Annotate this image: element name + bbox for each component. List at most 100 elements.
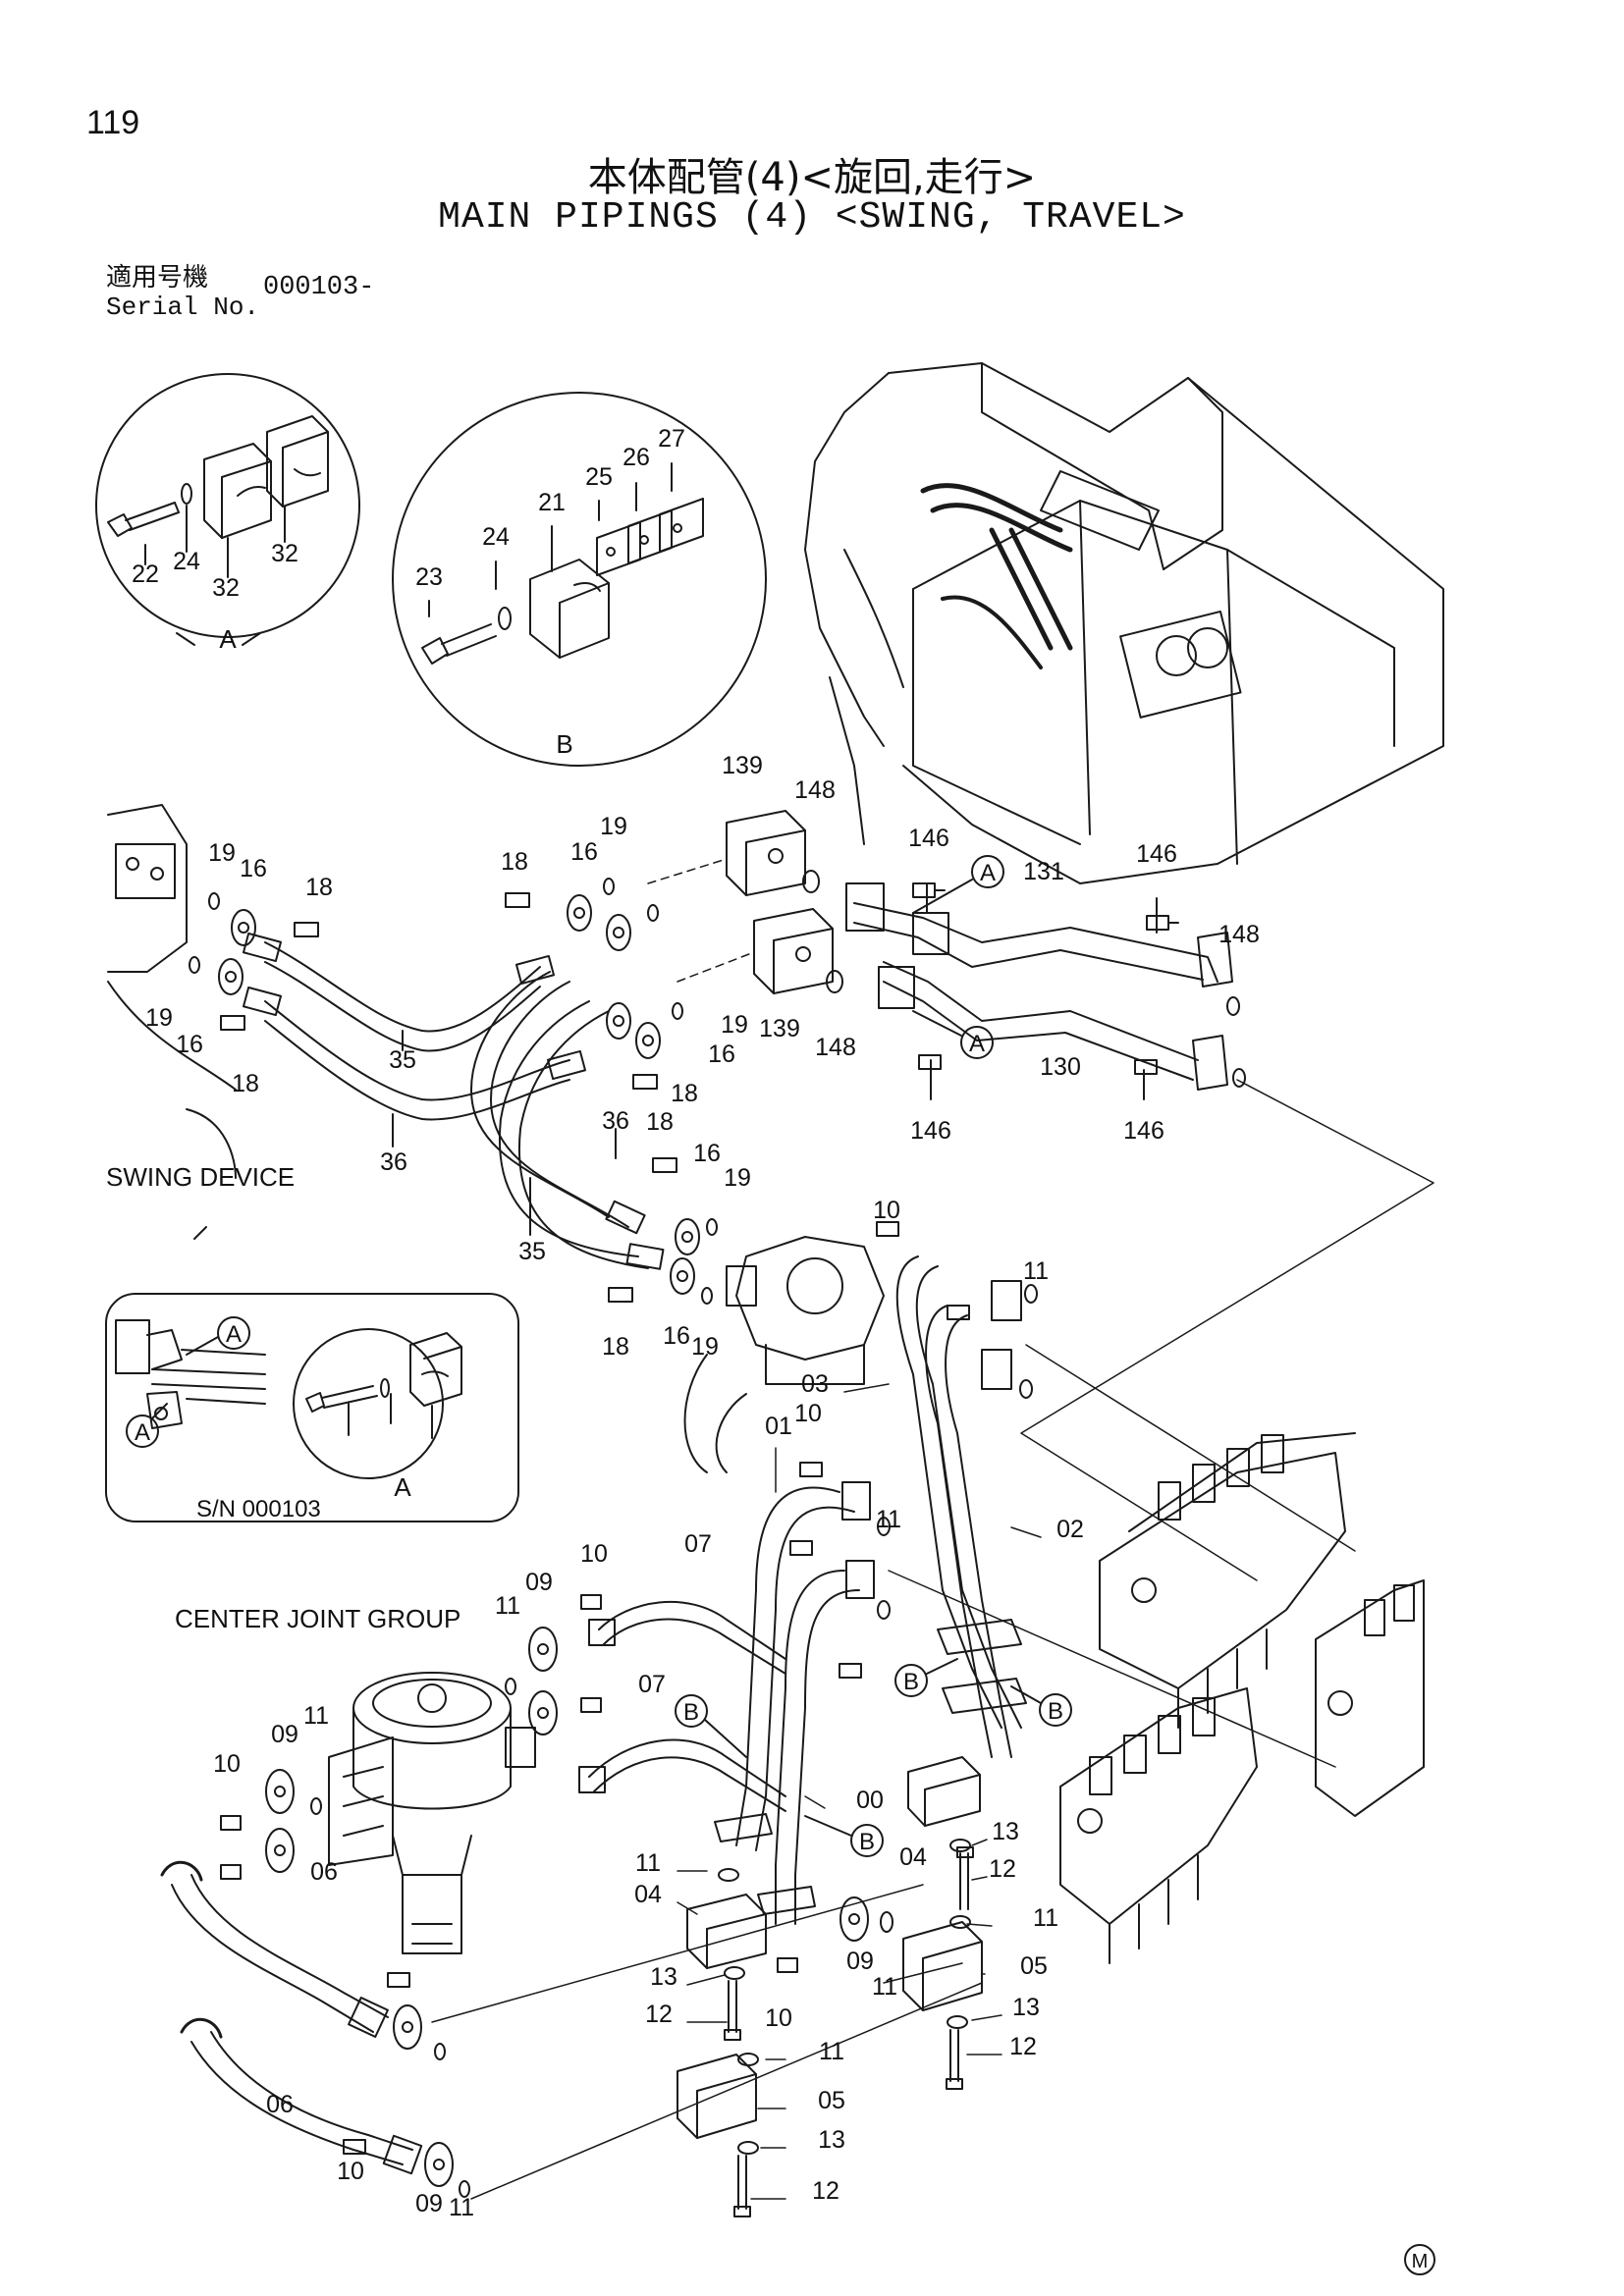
serial-number-value: 000103-	[263, 273, 375, 302]
bolt-icon	[724, 1980, 741, 2041]
part-number-label: 22	[132, 561, 159, 588]
swing-device-label: SWING DEVICE	[106, 1162, 295, 1192]
part-number-label: 04	[899, 1843, 927, 1871]
part-number-label: 36	[602, 1107, 629, 1135]
bolt-icon	[305, 1385, 378, 1413]
part-number-label: 04	[634, 1881, 662, 1908]
bolt-icon	[580, 1697, 602, 1713]
part-number-label: 12	[645, 2001, 673, 2028]
callout-a: A	[912, 855, 1004, 914]
part-number-label: 16	[176, 1031, 203, 1058]
part-number-label: 19	[691, 1333, 719, 1361]
hose-07	[578, 1600, 786, 1812]
part-number-label: 148	[794, 776, 836, 804]
flange-icon	[606, 1002, 631, 1040]
part-number-label: 26	[623, 444, 650, 471]
bolt-icon	[733, 2155, 751, 2217]
bolt-icon	[777, 1957, 798, 1973]
svg-text:M: M	[1412, 2251, 1429, 2272]
part-number-label: 19	[145, 1004, 173, 1032]
part-number-label: 11	[819, 2038, 844, 2065]
bolt-icon	[839, 1663, 862, 1679]
part-number-label: 00	[856, 1787, 884, 1814]
control-valve-upper-right	[1315, 1579, 1425, 1817]
part-number-label: 11	[303, 1702, 329, 1730]
part-number-label: 10	[337, 2158, 364, 2185]
flange-icon	[424, 2142, 454, 2187]
serial-label-japanese: 適用号機	[106, 263, 209, 293]
part-number-label: 10	[794, 1400, 822, 1427]
bolt-icon	[505, 892, 530, 908]
callout-b: B	[1010, 1685, 1072, 1727]
bolt-icon	[652, 1157, 677, 1173]
part-number-label: 19	[721, 1011, 748, 1039]
bolt-icon	[343, 2139, 366, 2155]
callout-b: B	[804, 1815, 884, 1857]
part-number-label: 35	[518, 1238, 546, 1265]
svg-text:B: B	[859, 1829, 875, 1855]
bolt-icon	[220, 1864, 242, 1880]
part-number-label: 148	[815, 1034, 856, 1061]
part-number-label: 19	[600, 813, 627, 840]
part-number-label: 23	[415, 563, 443, 591]
valve-block	[753, 908, 834, 994]
part-number-label: 07	[638, 1671, 666, 1698]
part-number-label: 19	[208, 839, 236, 867]
part-number-label: 09	[415, 2190, 443, 2217]
serial-label-english: Serial No.	[106, 293, 260, 322]
bolt-icon	[220, 1015, 245, 1031]
flange-icon	[567, 894, 592, 932]
bolt-icon	[387, 1972, 410, 1988]
svg-text:A: A	[969, 1031, 985, 1057]
detail-view-b-label: B	[556, 729, 572, 759]
flange-icon	[606, 914, 631, 951]
detail-view-b	[392, 392, 767, 767]
part-number-label: 24	[482, 523, 510, 551]
flange-icon	[839, 1896, 869, 1942]
flange-icon	[265, 1828, 295, 1873]
sn-label: S/N 000103	[196, 1496, 321, 1522]
part-number-label: 11	[449, 2194, 474, 2221]
shim-plate-icon	[596, 498, 704, 576]
block-05	[677, 2054, 757, 2139]
flange-icon	[528, 1690, 558, 1735]
detail-box-sn	[105, 1293, 519, 1522]
part-number-label: 11	[1033, 1904, 1058, 1932]
bolt-icon	[946, 2029, 963, 2090]
clamp-block-icon	[529, 559, 610, 659]
page-number: 119	[86, 104, 140, 141]
pipe-assembly-130-131	[845, 882, 1246, 1100]
part-number-label: 18	[501, 848, 528, 876]
part-number-label: 16	[693, 1140, 721, 1167]
part-number-label: 146	[1136, 840, 1177, 868]
part-number-label: 06	[310, 1858, 338, 1886]
part-number-label: 13	[650, 1963, 677, 1991]
part-number-label: 36	[380, 1148, 407, 1176]
detail-view-a-label: A	[394, 1472, 411, 1502]
svg-text:A: A	[226, 1321, 242, 1348]
part-number-label: 139	[722, 752, 763, 779]
part-number-label: 09	[271, 1721, 298, 1748]
part-number-label: 10	[580, 1540, 608, 1568]
part-number-label: 11	[495, 1592, 520, 1620]
detail-view-a-label: A	[219, 624, 237, 654]
part-number-label: 146	[1123, 1117, 1164, 1145]
bolt-icon	[421, 623, 497, 665]
part-number-label: 35	[389, 1046, 416, 1074]
part-number-label: 24	[173, 548, 200, 575]
hose-06	[160, 1860, 423, 2175]
part-number-label: 11	[876, 1506, 901, 1533]
part-number-label: 131	[1023, 858, 1064, 885]
center-joint-outline	[328, 1672, 536, 1954]
part-number-label: 18	[232, 1070, 259, 1097]
part-number-label: 10	[765, 2004, 792, 2032]
part-number-label: 148	[1218, 921, 1260, 948]
block-04	[686, 1894, 767, 1969]
part-number-label: 18	[671, 1080, 698, 1107]
part-number-label: 16	[663, 1322, 690, 1350]
part-number-label: 12	[1009, 2033, 1037, 2060]
part-number-label: 139	[759, 1015, 800, 1042]
swing-device-outline	[107, 804, 237, 1240]
part-number-label: 16	[240, 855, 267, 882]
hose-35-36	[242, 932, 665, 1270]
